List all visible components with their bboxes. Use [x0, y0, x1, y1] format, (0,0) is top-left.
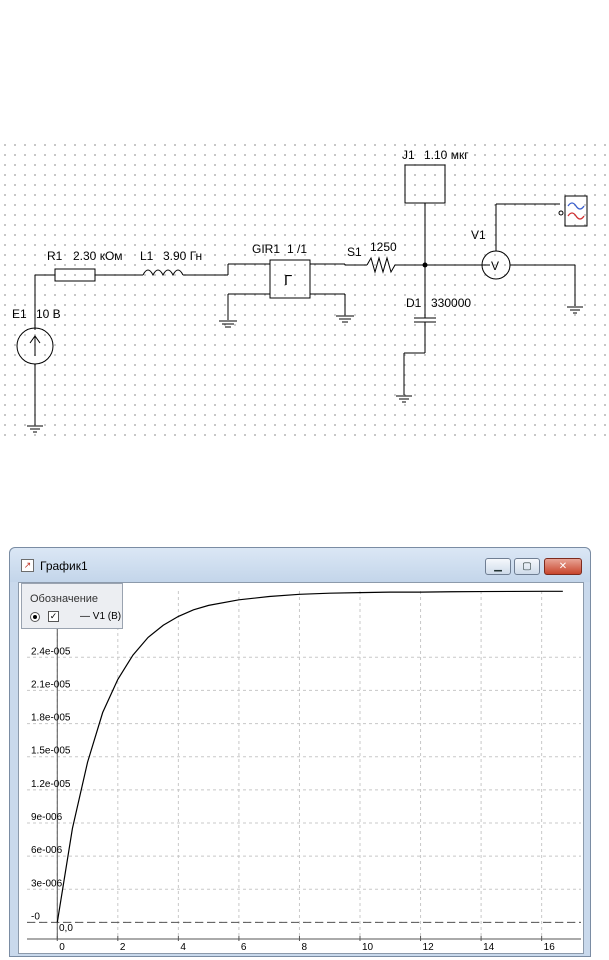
legend-title: Обозначение: [30, 593, 99, 605]
chart-grid: [27, 591, 581, 939]
gir1-gyrator[interactable]: [269, 259, 311, 299]
chart-series: [56, 590, 563, 923]
y-tick-label-4: 1.2e-005: [31, 779, 71, 790]
maximize-button[interactable]: ▢: [514, 558, 540, 575]
j1-block[interactable]: [404, 164, 446, 204]
v1-symbol: V: [491, 259, 499, 273]
r1-value: 2.30 кОм: [73, 249, 123, 263]
l1-value: 3.90 Гн: [163, 249, 202, 263]
x-origin-label: 0,0: [59, 923, 73, 934]
x-tick-label-4: 8: [301, 942, 307, 953]
y-tick-label-2: 6e-006: [31, 845, 63, 856]
chart-axes: [27, 591, 581, 940]
l1-inductor[interactable]: [142, 269, 184, 277]
y-tick-label-1: 3e-006: [31, 878, 63, 889]
j1-label: J1: [402, 148, 415, 162]
legend-series-checkbox[interactable]: ✓: [48, 611, 59, 622]
y-tick-label-0: -0: [31, 911, 40, 922]
graph-icon: ↗: [21, 559, 34, 572]
y-tick-label-8: 2.4e-005: [31, 646, 71, 657]
line-chart: 0 2 4 6 8 10 12 14 16 -0 3e-006 6e-006 9e-006 1.2e-00…: [27, 590, 581, 953]
gir1-symbol: Г: [284, 272, 292, 289]
s1-value: 1250: [370, 240, 397, 254]
x-tick-label-1: 2: [120, 942, 126, 953]
scope-wave-red-icon: [567, 212, 585, 220]
x-tick-label-6: 12: [423, 942, 435, 953]
e1-label: E1: [12, 307, 27, 321]
r1-label: R1: [47, 249, 63, 263]
ground-symbol-d1: [396, 395, 412, 403]
y-tick-label-6: 1.8e-005: [31, 713, 71, 724]
y-tick-label-7: 2.1e-005: [31, 679, 71, 690]
x-tick-label-2: 4: [180, 942, 186, 953]
window-title-bar[interactable]: ↗ График1 ▁ ▢ ✕: [10, 548, 590, 582]
e1-value: 10 В: [36, 307, 61, 321]
s1-element[interactable]: [366, 256, 396, 274]
close-button[interactable]: ✕: [544, 558, 582, 575]
legend-panel[interactable]: Обозначение ✓ — V1 (В): [21, 583, 123, 629]
legend-radio-button[interactable]: [30, 612, 40, 622]
x-tick-label-5: 10: [362, 942, 374, 953]
series-line-0: [56, 590, 563, 923]
x-tick-label-7: 14: [483, 942, 495, 953]
x-tick-label-3: 6: [241, 942, 247, 953]
minimize-button[interactable]: ▁: [485, 558, 511, 575]
gir1-value: 1 /1: [287, 242, 307, 256]
graph-window[interactable]: ↗ График1 ▁ ▢ ✕ 0 2 4 6 8 10 12 14 16 -0 3e-006 6e-…: [9, 547, 591, 957]
schematic-canvas[interactable]: E1 10 В R1 2.30 кОм L1 3.90 Гн GIR1 1 /1…: [0, 140, 609, 440]
d1-value: 330000: [431, 296, 471, 310]
y-tick-label-5: 1.5e-005: [31, 746, 71, 757]
gir1-label: GIR1: [252, 242, 280, 256]
x-tick-label-0: 0: [59, 942, 65, 953]
s1-label: S1: [347, 245, 362, 259]
l1-label: L1: [140, 249, 154, 263]
ground-symbol-gir1-left: [219, 320, 237, 328]
plot-area[interactable]: 0 2 4 6 8 10 12 14 16 -0 3e-006 6e-006 9e-006 1.2e-00…: [18, 582, 584, 954]
legend-series-label: — V1 (В): [80, 611, 122, 622]
window-title: График1: [40, 559, 88, 573]
junction-dot: [422, 262, 428, 268]
r1-resistor[interactable]: [54, 268, 96, 282]
x-tick-label-8: 16: [544, 942, 556, 953]
v1-label: V1: [471, 228, 486, 242]
ground-symbol-v1: [567, 306, 583, 314]
scope-wave-blue-icon: [567, 202, 585, 210]
j1-value: 1.10 мкг: [424, 148, 469, 162]
d1-label: D1: [406, 296, 422, 310]
chart-tick-labels: 0 2 4 6 8 10 12 14 16 -0 3e-006 6e-006 9e-006 1.2e-00…: [31, 646, 555, 953]
y-tick-label-3: 9e-006: [31, 812, 63, 823]
scope-probe-icon[interactable]: [564, 195, 588, 227]
schematic-diagram: E1 10 В R1 2.30 кОм L1 3.90 Гн GIR1 1 /1…: [12, 148, 588, 433]
ground-symbol-gir1-right: [336, 315, 354, 323]
ground-symbol-e1: [27, 425, 43, 433]
